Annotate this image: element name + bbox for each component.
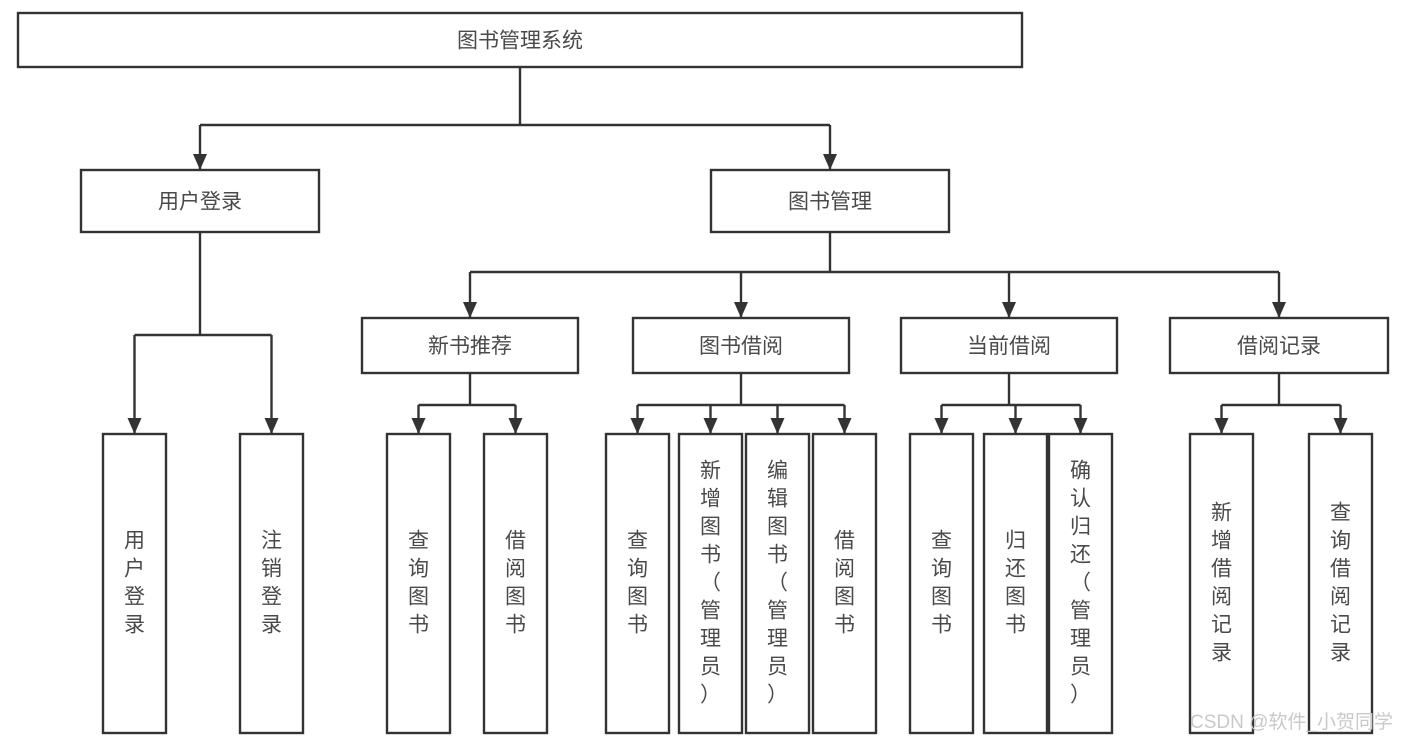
node-leaf-add-borrow-record[interactable]: 新增借阅记录 [1188, 432, 1255, 735]
node-new-book-recommend[interactable]: 新书推荐 [360, 316, 580, 375]
node-label-leaf-query-book-current: 查询图书 [931, 530, 952, 637]
node-leaf-user-login[interactable]: 用户登录 [101, 432, 168, 735]
node-label-root: 图书管理系统 [457, 30, 583, 53]
node-label-leaf-borrow-book: 借阅图书 [834, 530, 855, 637]
node-label-current-borrow: 当前借阅 [967, 335, 1051, 358]
node-box-book-management [709, 168, 951, 234]
node-box-leaf-borrow-book-recommend [482, 432, 549, 735]
node-leaf-return-book[interactable]: 归还图书 [982, 432, 1049, 735]
node-box-leaf-confirm-return [1047, 432, 1114, 735]
node-box-leaf-user-login [101, 432, 168, 735]
node-box-root [16, 11, 1024, 69]
current-borrow-to-leaves-arrow-1 [1008, 418, 1023, 434]
node-leaf-edit-book[interactable]: 编辑图书（管理员） [744, 432, 811, 735]
node-label-book-borrow: 图书借阅 [699, 335, 783, 358]
node-label-leaf-add-book: 新增图书（管理员） [700, 460, 721, 707]
node-box-leaf-query-book-current [908, 432, 975, 735]
node-box-borrow-records [1168, 316, 1390, 375]
node-label-user-login: 用户登录 [158, 191, 242, 214]
root-to-l2-arrow-1 [823, 154, 837, 170]
new-book-recommend-to-leaves-arrow-1 [508, 418, 523, 434]
node-user-login[interactable]: 用户登录 [79, 168, 321, 234]
node-label-leaf-return-book: 归还图书 [1005, 530, 1026, 637]
node-box-leaf-logout-login [238, 432, 305, 735]
node-box-book-borrow [631, 316, 851, 375]
node-leaf-borrow-book[interactable]: 借阅图书 [811, 432, 878, 735]
book-borrow-to-leaves-arrow-0 [630, 418, 645, 434]
node-label-leaf-query-borrow-record: 查询借阅记录 [1330, 502, 1351, 665]
node-leaf-logout-login[interactable]: 注销登录 [238, 432, 305, 735]
node-label-new-book-recommend: 新书推荐 [428, 335, 512, 358]
current-borrow-to-leaves-arrow-0 [934, 418, 949, 434]
node-label-leaf-query-book-borrow: 查询图书 [627, 530, 648, 637]
node-box-leaf-query-borrow-record [1307, 432, 1374, 735]
node-current-borrow[interactable]: 当前借阅 [899, 316, 1119, 375]
borrow-records-to-leaves-arrow-1 [1333, 418, 1348, 434]
node-leaf-add-book[interactable]: 新增图书（管理员） [677, 432, 744, 735]
node-label-leaf-borrow-book-recommend: 借阅图书 [505, 530, 526, 637]
node-root[interactable]: 图书管理系统 [16, 11, 1024, 69]
node-box-leaf-edit-book [744, 432, 811, 735]
node-leaf-query-book-borrow[interactable]: 查询图书 [604, 432, 671, 735]
node-label-leaf-edit-book: 编辑图书（管理员） [767, 460, 788, 707]
node-box-leaf-borrow-book [811, 432, 878, 735]
borrow-records-to-leaves-arrow-0 [1214, 418, 1229, 434]
node-box-leaf-add-borrow-record [1188, 432, 1255, 735]
node-box-user-login [79, 168, 321, 234]
bookmgmt-to-l3-arrow-1 [734, 302, 748, 318]
userlogin-to-leaves-arrow-0 [127, 418, 142, 434]
node-box-leaf-query-book-borrow [604, 432, 671, 735]
node-label-leaf-user-login: 用户登录 [124, 530, 145, 637]
node-box-leaf-query-book-recommend [385, 432, 452, 735]
node-label-leaf-logout-login: 注销登录 [261, 530, 282, 637]
node-book-borrow[interactable]: 图书借阅 [631, 316, 851, 375]
book-borrow-to-leaves-arrow-3 [837, 418, 852, 434]
node-leaf-query-book-current[interactable]: 查询图书 [908, 432, 975, 735]
new-book-recommend-to-leaves-arrow-0 [411, 418, 426, 434]
node-label-book-management: 图书管理 [788, 191, 872, 214]
node-leaf-query-borrow-record[interactable]: 查询借阅记录 [1307, 432, 1374, 735]
node-box-leaf-return-book [982, 432, 1049, 735]
current-borrow-to-leaves-arrow-2 [1073, 418, 1088, 434]
node-label-leaf-confirm-return: 确认归还（管理员） [1070, 460, 1091, 707]
connectors-layer [127, 67, 1348, 434]
node-box-leaf-add-book [677, 432, 744, 735]
node-box-new-book-recommend [360, 316, 580, 375]
node-label-leaf-query-book-recommend: 查询图书 [408, 530, 429, 637]
node-borrow-records[interactable]: 借阅记录 [1168, 316, 1390, 375]
node-leaf-query-book-recommend[interactable]: 查询图书 [385, 432, 452, 735]
nodes-layer: 图书管理系统用户登录图书管理新书推荐图书借阅当前借阅借阅记录用户登录注销登录查询… [16, 11, 1390, 735]
book-borrow-to-leaves-arrow-2 [770, 418, 785, 434]
bookmgmt-to-l3-arrow-2 [1002, 302, 1016, 318]
node-book-management[interactable]: 图书管理 [709, 168, 951, 234]
bookmgmt-to-l3-arrow-0 [463, 302, 477, 318]
userlogin-to-leaves-arrow-1 [264, 418, 279, 434]
node-leaf-borrow-book-recommend[interactable]: 借阅图书 [482, 432, 549, 735]
book-borrow-to-leaves-arrow-1 [703, 418, 718, 434]
node-leaf-confirm-return[interactable]: 确认归还（管理员） [1047, 432, 1114, 735]
node-box-current-borrow [899, 316, 1119, 375]
node-label-leaf-add-borrow-record: 新增借阅记录 [1211, 502, 1232, 665]
csdn-watermark: CSDN @软件_小贺同学 [1190, 711, 1393, 733]
root-to-l2-arrow-0 [193, 154, 207, 170]
node-label-borrow-records: 借阅记录 [1237, 335, 1321, 358]
bookmgmt-to-l3-arrow-3 [1272, 302, 1286, 318]
